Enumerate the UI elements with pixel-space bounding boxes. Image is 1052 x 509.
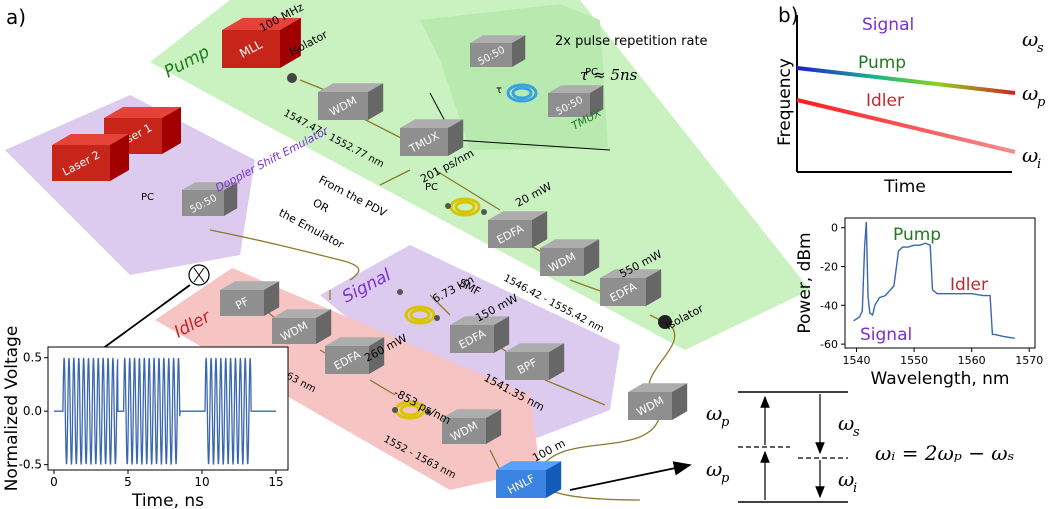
spectrum-frame [844,217,1036,349]
freq-ylabel: Frequency [775,58,795,146]
pump-label: Pump [858,53,906,73]
dcf-coil-pump [449,197,481,217]
or-label: OR [311,196,332,215]
hnlf-arrow [569,461,692,491]
signal-label: Signal [862,15,914,35]
trace-xtick-label: 0 [50,475,58,489]
omega-p-sub: p [1037,95,1046,110]
spectrum-xlabel: Wavelength, nm [871,369,1010,389]
spectrum-xtick-label: 1560 [958,354,986,367]
coupler-box: 50:50 [182,182,238,216]
pump-region [150,0,810,350]
spectrum-ytick-label: -20 [820,261,838,274]
isolators [287,73,672,415]
panel-b-label: b) [778,3,799,27]
trace-ytick-label: -0.5 [19,458,42,472]
trace-ytick-label: 0.0 [23,404,42,418]
trace-series [54,357,276,465]
tmux-title: 2x pulse repetition rate [555,34,708,49]
from-emulator-label: the Emulator [277,206,347,251]
wdm-combiner-box: WDM [628,383,688,420]
pc-label-doppler: PC [141,192,154,203]
laser2-box: Laser 2 [52,134,129,181]
freq-xlabel: Time [883,177,926,197]
omega-s-sub: s [1037,41,1044,56]
energy-level-diagram [738,391,848,503]
wdm-idler2-box: WDM [442,409,502,444]
energy-omega-i: ω [838,467,854,491]
spectrum-signal-label: Signal [860,325,912,345]
energy-omega-s: ω [838,411,854,435]
tmux-box: TMUX [400,119,464,156]
trace-xtick-label: 15 [268,475,283,489]
spectrum-ytick-label: -40 [820,299,838,312]
trace-xlabel: Time, ns [131,491,204,509]
tau-delay-coil [506,83,538,103]
energy-omega-p1: ω [706,401,722,425]
energy-omega-p1-sub: p [721,415,730,430]
pf-box: PF [220,281,280,316]
pump-freq-line [796,66,1016,95]
panel-a-label: a) [6,5,26,29]
edfa-pump2-box: EDFA [600,269,662,306]
omega-i-sub: i [1037,157,1041,172]
pc-label-pump: PC [425,182,438,193]
photodetector-icon [188,264,210,286]
pc-label-tmux: PC [585,67,598,78]
wdm-pump2-box: WDM [540,239,600,276]
edfa-idler-box: EDFA [325,337,385,374]
tmux-coupler1-box: 50:50 [470,35,526,68]
spectrum-xtick-label: 1550 [900,354,928,367]
omega-s: ω [1022,27,1038,51]
trace-ytick-label: 0.5 [23,351,42,365]
tau-label: τ [496,85,502,96]
isolator-icon [658,315,672,329]
spectrum-idler-label: Idler [950,275,988,295]
frequency-plot [796,15,1016,173]
energy-omega-i-sub: i [853,481,857,496]
edfa-pump1-box: EDFA [488,211,548,248]
trace-xtick-label: 5 [124,475,132,489]
spectrum-xtick-label: 1540 [843,354,871,367]
hnlf-box: HNLF [496,461,562,498]
spectrum-series [853,221,1015,339]
spectrum-ytick-label: -60 [820,338,838,351]
coils [394,197,481,420]
trace-ylabel: Normalized Voltage [2,326,22,492]
wdm-idler1-box: WDM [272,309,332,344]
idler-label: Idler [866,91,904,111]
omega-i: ω [1022,143,1038,167]
tmux-tau: τ ≈ 5ns [580,66,638,84]
bpf-box: BPF [505,343,565,380]
pf-box-label: PF [233,295,251,313]
energy-equation: ωᵢ = 2ωₚ − ωₛ [875,441,1014,465]
trace-xtick-label: 10 [194,475,209,489]
energy-omega-p2: ω [706,457,722,481]
idler-freq-line [796,98,1016,154]
edfa-signal-box: EDFA [450,316,510,353]
spectrum-ylabel: Power, dBm [795,232,815,333]
spectrum-xtick-label: 1570 [1015,354,1043,367]
spectrum-pump-label: Pump [893,225,941,245]
energy-omega-p2-sub: p [721,471,730,486]
omega-p: ω [1022,81,1038,105]
tmux-coupler2-box: 50:50 [548,85,604,118]
wdm-pump-box: WDM [318,83,384,120]
mll-box: MLL [222,17,301,68]
energy-omega-s-sub: s [853,425,860,440]
smf-coil [404,305,436,325]
spectrum-ytick-label: 0 [831,222,838,235]
